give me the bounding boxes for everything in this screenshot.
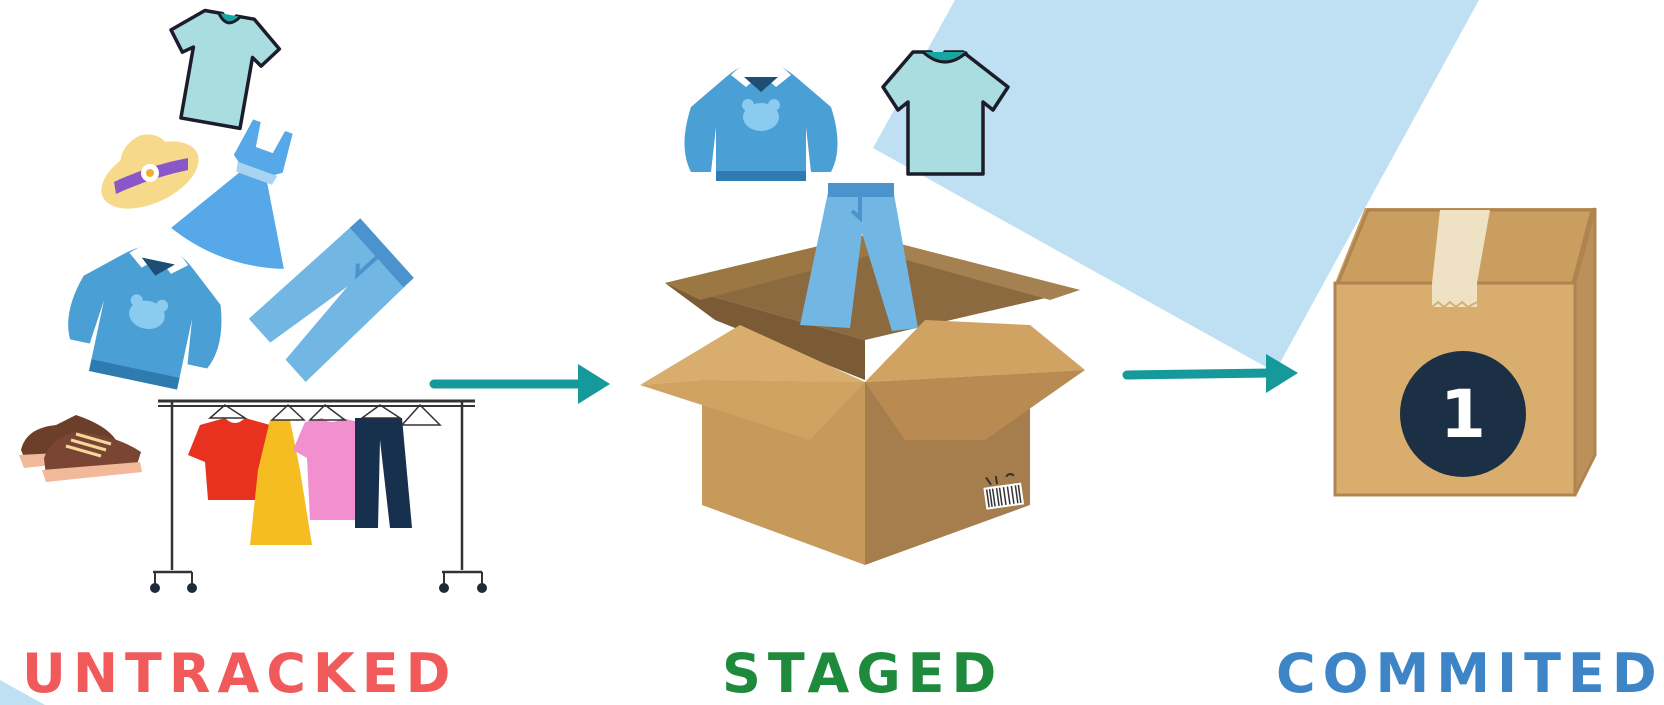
sun-hat-icon [91, 126, 209, 222]
stage-label-commited: COMMITED [1276, 644, 1664, 704]
dress-icon [168, 106, 329, 279]
stage-label-staged: STAGED [722, 644, 1003, 704]
commit-number: 1 [1440, 376, 1486, 453]
hoodie-icon [58, 228, 237, 396]
clothes-rack-icon [150, 401, 487, 593]
open-box-icon [640, 235, 1085, 565]
sneakers-icon [19, 415, 142, 482]
closed-box-icon: 1 [1335, 208, 1595, 495]
stage-label-untracked: UNTRACKED [22, 644, 457, 704]
hoodie-icon [685, 60, 838, 181]
arrow-icon [1127, 354, 1298, 393]
t-shirt-icon [156, 5, 283, 132]
arrow-icon [434, 364, 610, 404]
